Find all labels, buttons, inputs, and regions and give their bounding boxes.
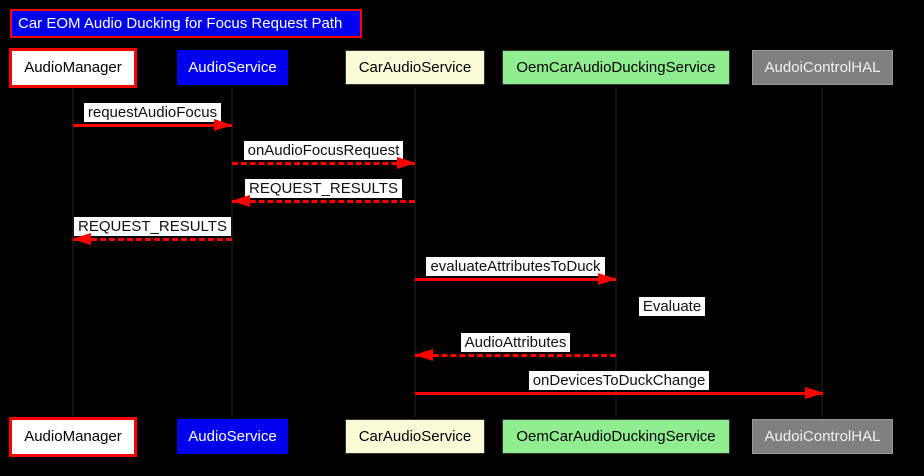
arrowhead-left-icon bbox=[231, 195, 250, 207]
arrow-line bbox=[73, 238, 232, 241]
lifeline-oemservice bbox=[615, 88, 617, 417]
arrow-line bbox=[415, 354, 616, 357]
participant-audiomanager-top: AudioManager bbox=[9, 48, 137, 88]
arrow-line bbox=[73, 124, 232, 127]
diagram-title: Car EOM Audio Ducking for Focus Request … bbox=[10, 9, 362, 38]
participant-caraudioservice-top: CarAudioService bbox=[345, 50, 485, 85]
arrowhead-right-icon bbox=[214, 119, 233, 131]
message-label: requestAudioFocus bbox=[73, 103, 232, 123]
message-evaluate-self: Evaluate bbox=[622, 297, 722, 325]
message-label: AudioAttributes bbox=[415, 333, 616, 353]
lifeline-audioservice bbox=[231, 88, 233, 417]
participant-audioservice-top: AudioService bbox=[177, 50, 288, 85]
arrowhead-right-icon bbox=[397, 157, 416, 169]
message-audio-attributes: AudioAttributes bbox=[414, 333, 616, 361]
arrow-line bbox=[232, 162, 415, 165]
message-on-audio-focus-request: onAudioFocusRequest bbox=[232, 141, 416, 169]
arrowhead-left-icon bbox=[414, 349, 433, 361]
message-on-devices-to-duck-change: onDevicesToDuckChange bbox=[415, 371, 824, 399]
message-label: evaluateAttributesToDuck bbox=[415, 257, 616, 277]
participant-audiomanager-bottom: AudioManager bbox=[9, 417, 137, 457]
participant-audiocontrolhal-bottom: AudoiControlHAL bbox=[752, 419, 893, 454]
message-label: onDevicesToDuckChange bbox=[415, 371, 823, 391]
message-request-results-1: REQUEST_RESULTS bbox=[231, 179, 415, 207]
message-label: Evaluate bbox=[622, 297, 722, 317]
lifeline-audiocontrolhal bbox=[821, 88, 823, 417]
arrowhead-right-icon bbox=[598, 273, 617, 285]
participant-caraudioservice-bottom: CarAudioService bbox=[345, 419, 485, 454]
arrow-line bbox=[415, 278, 616, 281]
message-label: REQUEST_RESULTS bbox=[232, 179, 415, 199]
message-label: REQUEST_RESULTS bbox=[73, 217, 232, 237]
participant-audiocontrolhal-top: AudoiControlHAL bbox=[752, 50, 893, 85]
participant-oemservice-bottom: OemCarAudioDuckingService bbox=[502, 419, 730, 454]
message-request-results-2: REQUEST_RESULTS bbox=[72, 217, 232, 245]
lifeline-audiomanager bbox=[72, 88, 74, 417]
message-evaluate-attributes-to-duck: evaluateAttributesToDuck bbox=[415, 257, 617, 285]
message-request-audio-focus: requestAudioFocus bbox=[73, 103, 233, 131]
message-label: onAudioFocusRequest bbox=[232, 141, 415, 161]
lifeline-caraudioservice bbox=[414, 88, 416, 417]
arrow-line bbox=[232, 200, 415, 203]
arrowhead-right-icon bbox=[805, 387, 824, 399]
participant-oemservice-top: OemCarAudioDuckingService bbox=[502, 50, 730, 85]
arrowhead-left-icon bbox=[72, 233, 91, 245]
arrow-line bbox=[415, 392, 823, 395]
participant-audioservice-bottom: AudioService bbox=[177, 419, 288, 454]
